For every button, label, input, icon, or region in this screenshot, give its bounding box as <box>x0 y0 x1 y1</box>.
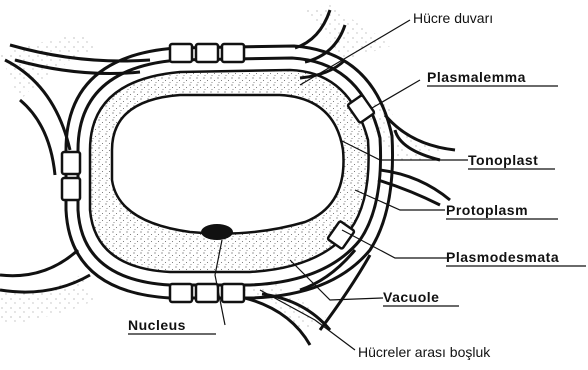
label-cell-wall: Hücre duvarı <box>413 10 493 26</box>
label-vacuole: Vacuole <box>383 289 439 305</box>
label-nucleus: Nucleus <box>128 317 186 333</box>
label-protoplasm: Protoplasm <box>446 202 528 218</box>
label-plasmodesmata: Plasmodesmata <box>446 249 559 265</box>
label-tonoplast: Tonoplast <box>468 152 538 168</box>
label-plasmalemma: Plasmalemma <box>427 69 526 85</box>
nucleus <box>201 224 233 240</box>
label-intercellular-space: Hücreler arası boşluk <box>358 344 491 360</box>
vacuole-tonoplast <box>112 95 344 234</box>
